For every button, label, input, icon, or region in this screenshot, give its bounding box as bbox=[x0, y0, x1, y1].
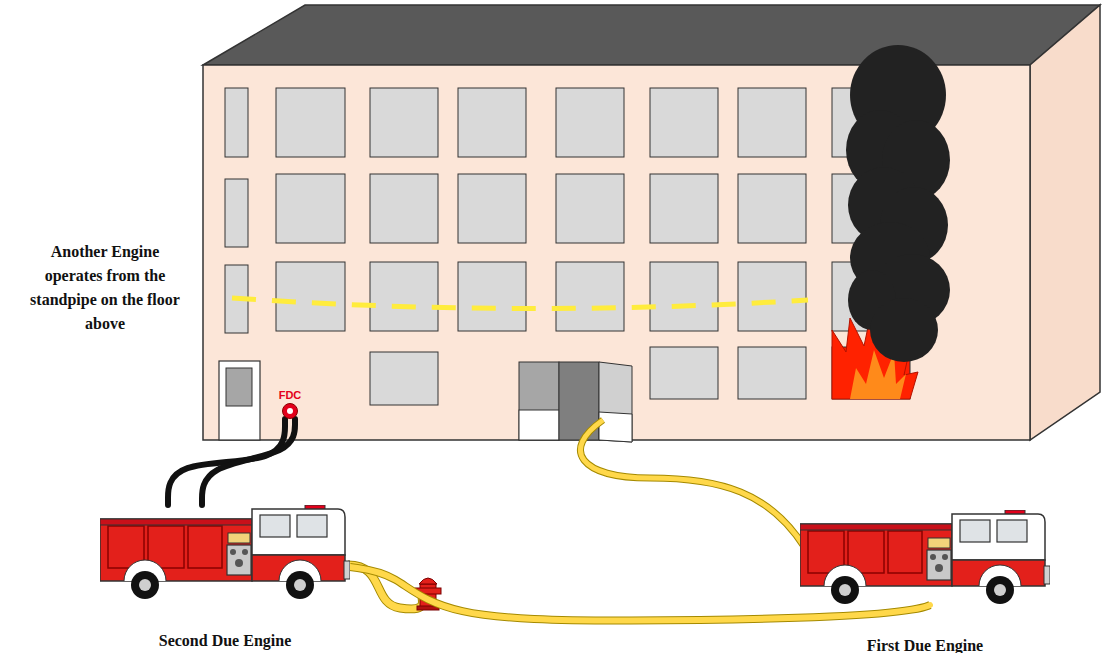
engine-label: First Due Engine bbox=[867, 637, 983, 653]
fdc-connection: FDC bbox=[271, 389, 309, 419]
engine-drawing bbox=[100, 505, 350, 600]
fdc-label: FDC bbox=[271, 389, 309, 401]
fdc-hose bbox=[202, 419, 295, 505]
engine-truck: First Due Engine bbox=[800, 510, 1050, 605]
fdc-hose bbox=[168, 419, 285, 505]
note-label: Another Engine operates from the standpi… bbox=[26, 240, 184, 336]
engine-truck: Second Due Engine bbox=[100, 505, 350, 600]
engine-drawing bbox=[800, 510, 1050, 605]
engine-label: Second Due Engine bbox=[159, 632, 291, 650]
